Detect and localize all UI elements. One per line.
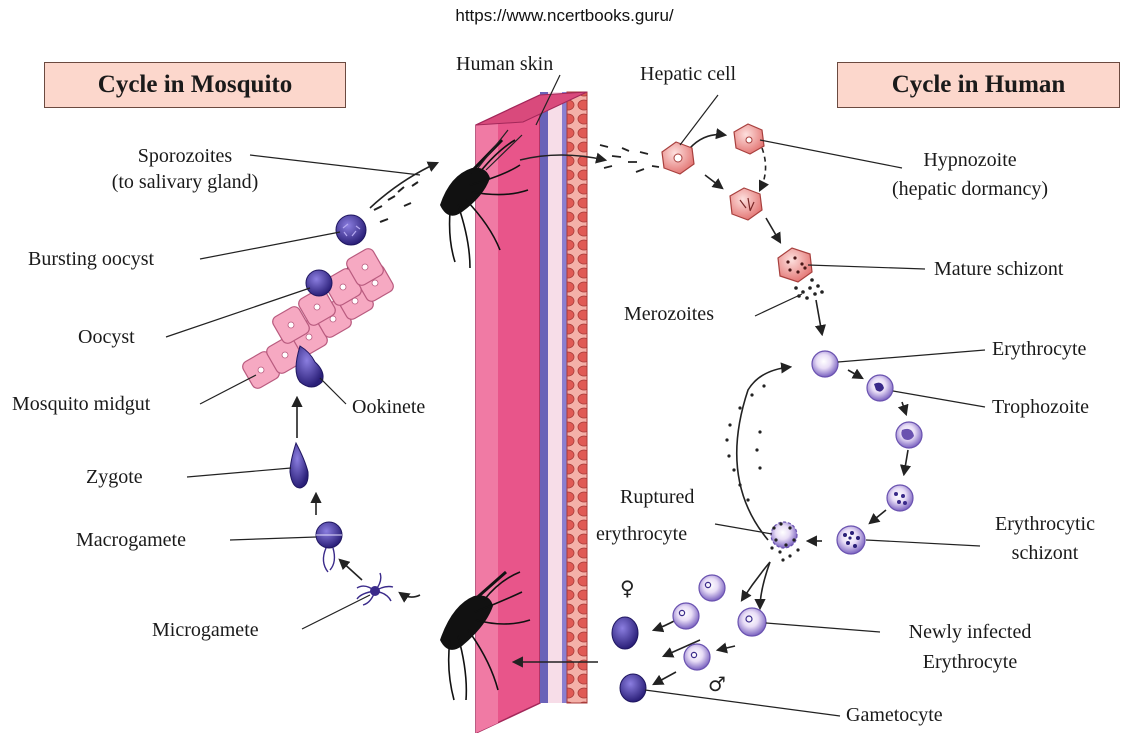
label-sporozoites: Sporozoites: [90, 144, 280, 168]
label-hepatic-cell: Hepatic cell: [640, 62, 736, 86]
source-url: https://www.ncertbooks.guru/: [0, 6, 1129, 26]
label-trophozoite: Trophozoite: [992, 395, 1089, 419]
skin-tissue-layer: [567, 92, 587, 703]
gametocytes: [612, 617, 646, 702]
label-bursting-oocyst: Bursting oocyst: [28, 247, 154, 271]
erythrocyte: [812, 351, 838, 377]
female-rbc-1: [699, 575, 725, 601]
mature-schizont: [778, 248, 812, 282]
oocyst: [306, 270, 332, 296]
label-oocyst: Oocyst: [78, 325, 135, 349]
zygote: [290, 443, 308, 488]
label-merozoites: Merozoites: [624, 302, 714, 326]
skin-light-layer: [548, 92, 562, 703]
sporozoites-in-blood: [600, 145, 659, 172]
label-hypnozoite: Hypnozoite: [880, 148, 1060, 172]
label-mosquito-midgut: Mosquito midgut: [12, 392, 150, 416]
label-macrogamete: Macrogamete: [76, 528, 186, 552]
label-sporozoites-note: (to salivary gland): [90, 170, 280, 194]
microgamete: [357, 573, 393, 605]
hypnozoite-cell: [734, 124, 764, 154]
label-gametocyte: Gametocyte: [846, 703, 943, 727]
developing-schizont: [730, 188, 762, 220]
label-ookinete: Ookinete: [352, 395, 425, 419]
label-mature-schizont: Mature schizont: [934, 257, 1063, 281]
bursting-oocyst: [336, 215, 366, 245]
label-hypnozoite-note: (hepatic dormancy): [860, 177, 1080, 201]
label-erythrocytic: Erythrocytic: [980, 512, 1110, 536]
skin-section: [476, 92, 587, 733]
skin-epidermis-highlight: [476, 115, 498, 733]
skin-blue-layer-2: [562, 92, 567, 703]
label-erythrocyte: Erythrocyte: [992, 337, 1086, 361]
macrogamete: [316, 522, 342, 572]
skin-blue-layer: [540, 92, 548, 703]
ruptured-erythrocyte: [771, 522, 797, 548]
erythrocytic-schizont: [837, 526, 865, 554]
label-zygote: Zygote: [86, 465, 143, 489]
title-cycle-in-mosquito: Cycle in Mosquito: [44, 62, 346, 108]
sporozoite-dashes: [374, 182, 418, 222]
newly-infected-rbc: [738, 608, 766, 636]
male-symbol: ♂: [708, 672, 726, 696]
title-cycle-in-human: Cycle in Human: [837, 62, 1120, 108]
male-rbc: [684, 644, 710, 670]
female-rbc-2: [673, 603, 699, 629]
label-newly-infected: Newly infected: [880, 620, 1060, 644]
label-ruptured-erythrocyte: erythrocyte: [596, 522, 687, 546]
label-microgamete: Microgamete: [152, 618, 259, 642]
label-human-skin: Human skin: [456, 52, 553, 76]
female-symbol: ♀: [620, 576, 635, 600]
rbc-early-schizont: [887, 485, 913, 511]
gametocyte-male: [620, 674, 646, 702]
label-erythrocytic-schizont: schizont: [980, 541, 1110, 565]
label-newly-infected-erythrocyte: Erythrocyte: [880, 650, 1060, 674]
rbc-parasites: [679, 383, 914, 658]
label-ruptured: Ruptured: [620, 485, 694, 509]
gametocyte-female: [612, 617, 638, 649]
hepatic-cell: [662, 142, 694, 174]
